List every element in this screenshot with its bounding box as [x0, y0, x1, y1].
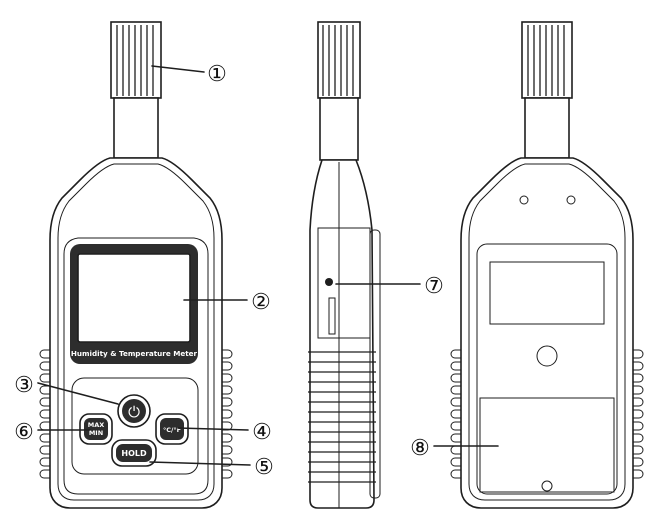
power-button-cap [122, 399, 146, 423]
keypad-area [71, 377, 199, 475]
min-label: MIN [89, 429, 103, 437]
battery-cover [479, 397, 615, 493]
hold-button-cap [116, 444, 152, 462]
back-body [460, 157, 634, 509]
max-label: MAX [88, 421, 105, 429]
side-clip [369, 229, 381, 499]
back-view [450, 21, 644, 509]
back-tripod-hole [536, 345, 558, 367]
callout-1: ① [207, 62, 227, 87]
back-screw-right [566, 195, 576, 205]
unit-button-cap [160, 418, 184, 440]
callout-3: ③ [14, 373, 34, 398]
side-port-slot [328, 297, 336, 335]
back-probe-slots [527, 25, 565, 96]
model-label: Humidity & Temperature Meter [71, 349, 198, 358]
back-right-grip [633, 349, 644, 479]
callout-6: ⑥ [14, 420, 34, 445]
front-view: Humidity & Temperature Meter ⏻ MAX MIN °… [39, 21, 233, 509]
back-left-grip [450, 349, 461, 479]
hold-label: HOLD [121, 449, 147, 458]
side-view [308, 21, 381, 509]
front-left-grip [39, 349, 50, 479]
callout-leaders [37, 65, 499, 466]
side-body [309, 159, 375, 509]
battery-cover-screw [541, 480, 553, 492]
callout-7: ⑦ [424, 274, 444, 299]
side-probe-grille [317, 21, 361, 99]
front-face-panel [63, 237, 209, 495]
side-sensor-dot [325, 278, 333, 286]
back-probe-neck [524, 97, 570, 159]
side-probe-slots [322, 25, 354, 96]
side-panel [317, 227, 371, 339]
lcd-screen [77, 253, 191, 343]
back-label-area [489, 261, 605, 325]
unit-label: °C/°F [163, 426, 181, 434]
back-screw-left [519, 195, 529, 205]
side-probe-neck [319, 97, 359, 161]
callout-4: ④ [252, 420, 272, 445]
front-probe-slots [116, 25, 154, 96]
front-probe-neck [113, 97, 159, 159]
back-body-inner [468, 163, 626, 501]
power-icon: ⏻ [128, 403, 140, 421]
front-body-inner [57, 163, 215, 501]
callout-8: ⑧ [410, 436, 430, 461]
callouts: ① ② ③ ④ ⑤ ⑥ ⑦ ⑧ [14, 62, 444, 480]
max-min-button-cap [84, 418, 108, 440]
callout-5: ⑤ [254, 455, 274, 480]
callout-2: ② [251, 290, 271, 315]
back-panel [476, 243, 618, 495]
front-right-grip [222, 349, 233, 479]
side-grip-ribs [308, 351, 376, 483]
